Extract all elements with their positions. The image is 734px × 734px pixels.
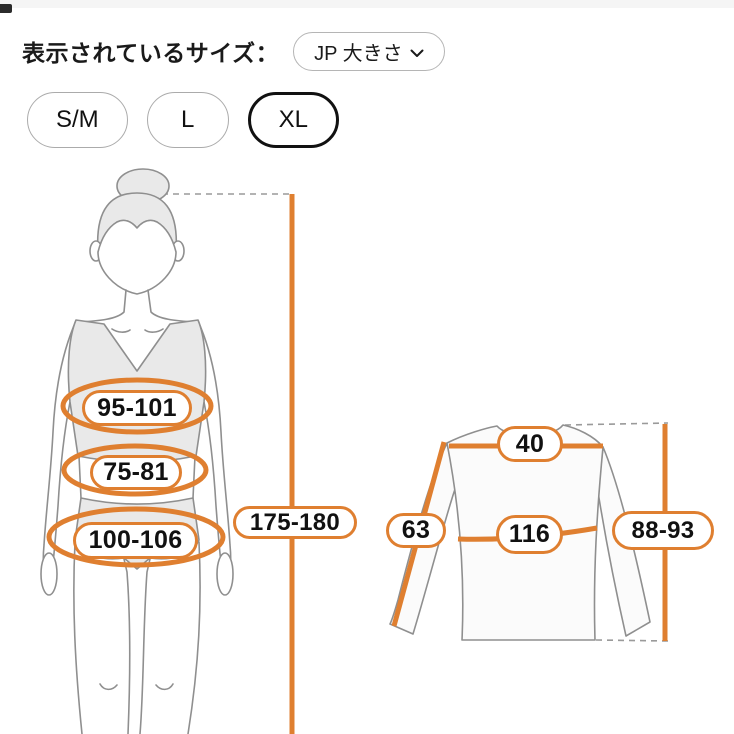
bust-measurement-label: 95-101: [82, 390, 192, 426]
size-option-xl-selected[interactable]: XL: [247, 92, 340, 148]
size-option-sm[interactable]: S/M: [27, 92, 128, 148]
chest-measurement-label: 116: [496, 515, 563, 554]
displayed-size-label: 表示されているサイズ：: [22, 40, 280, 66]
top-divider-strip: [0, 0, 734, 8]
shoulder-width-label: 40: [497, 426, 563, 462]
height-measurement-label: 175-180: [233, 506, 357, 539]
size-selector: S/M L XL: [27, 92, 340, 148]
size-option-l[interactable]: L: [146, 92, 229, 148]
hips-measurement-label: 100-106: [73, 522, 198, 559]
unit-system-label: JP 大きさ: [314, 42, 403, 65]
unit-system-dropdown[interactable]: JP 大きさ: [293, 31, 445, 71]
waist-measurement-label: 75-81: [90, 455, 182, 490]
chevron-down-icon: [410, 41, 424, 64]
partial-element-fragment: [0, 4, 12, 13]
body-figure-illustration: [40, 168, 295, 734]
header: 表示されているサイズ： JP 大きさ: [22, 30, 722, 72]
garment-length-label: 88-93: [612, 511, 714, 550]
sleeve-length-label: 63: [386, 513, 446, 548]
